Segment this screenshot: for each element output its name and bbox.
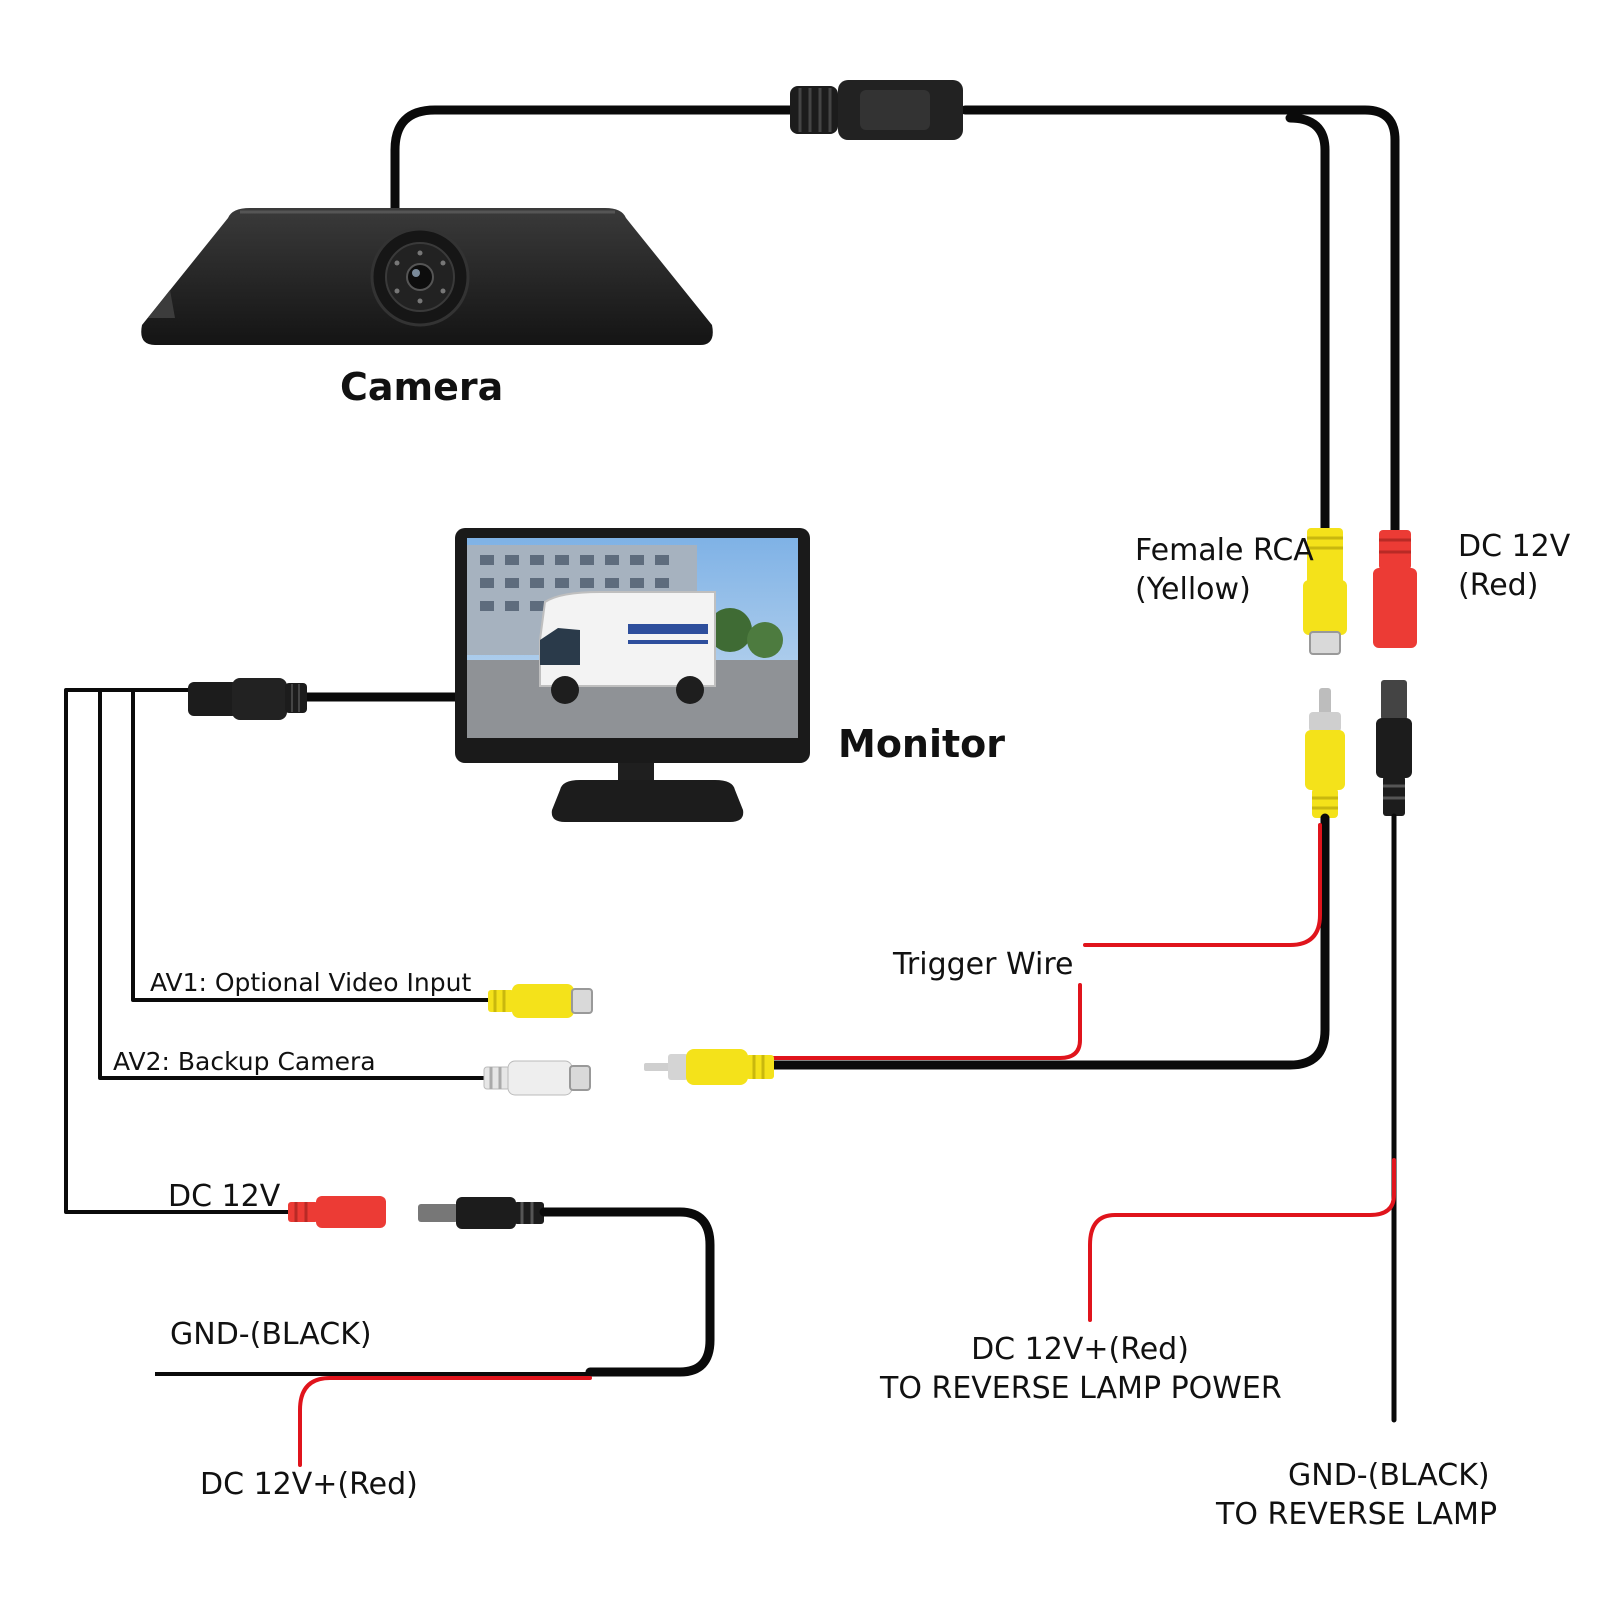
trigger-wire-lower [768, 983, 1082, 1060]
power-red-wire [298, 1376, 592, 1467]
av1-wire [131, 688, 492, 1002]
female-rca-label-line1: Female RCA [1135, 533, 1314, 568]
av2-wire [98, 688, 487, 1080]
rca-plug-icon [644, 1049, 774, 1085]
rca-plug-icon [488, 984, 593, 1018]
camera-lead-wire [390, 105, 795, 215]
monitor-label: Monitor [838, 722, 1006, 766]
video-extension-wire [765, 813, 1330, 1070]
dc-plug-icon [288, 1196, 386, 1228]
av2-label: AV2: Backup Camera [113, 1047, 376, 1076]
camera-label: Camera [340, 365, 504, 409]
camera-icon [141, 208, 713, 345]
dc-plug-icon [418, 1197, 544, 1229]
reverse-gnd-label-line1: GND-(BLACK) [1288, 1458, 1490, 1493]
rca-plug-icon [483, 1060, 591, 1096]
aviation-connector-icon [188, 678, 307, 720]
trigger-wire-label: Trigger Wire [893, 947, 1074, 982]
dc-plug-icon [1376, 680, 1412, 816]
monitor-icon [455, 528, 810, 822]
reverse-gnd-label-line2: TO REVERSE LAMP [1216, 1497, 1498, 1532]
power-dc-label: DC 12V+(Red) [200, 1467, 418, 1502]
reverse-power-label-line2: TO REVERSE LAMP POWER [880, 1371, 1282, 1406]
camera-cable [390, 105, 1400, 540]
reverse-power-label-line1: DC 12V+(Red) [971, 1332, 1189, 1367]
aviation-connector-icon [790, 80, 963, 140]
camera-dc-label-line2: (Red) [1458, 568, 1539, 603]
power-main-wire [539, 1207, 715, 1377]
trigger-and-power-wires [765, 813, 1397, 1423]
rca-plug-icon [1305, 688, 1345, 818]
camera-dc-label-line1: DC 12V [1458, 529, 1571, 564]
monitor-dc-label: DC 12V [168, 1179, 281, 1214]
reverse-lamp-power-wire [1088, 1158, 1396, 1322]
dc-plug-icon [1373, 530, 1417, 648]
power-cable [183, 1207, 715, 1467]
power-gnd-label: GND-(BLACK) [170, 1317, 372, 1352]
trigger-wire-upper [1083, 823, 1322, 947]
camera-video-wire [1285, 113, 1330, 540]
dc-wire [64, 688, 292, 1214]
female-rca-label-line2: (Yellow) [1135, 572, 1251, 607]
av1-label: AV1: Optional Video Input [150, 968, 472, 997]
rca-plug-icon [1303, 528, 1347, 655]
monitor-cable [64, 688, 492, 1214]
camera-trunk-wire [960, 105, 1400, 540]
